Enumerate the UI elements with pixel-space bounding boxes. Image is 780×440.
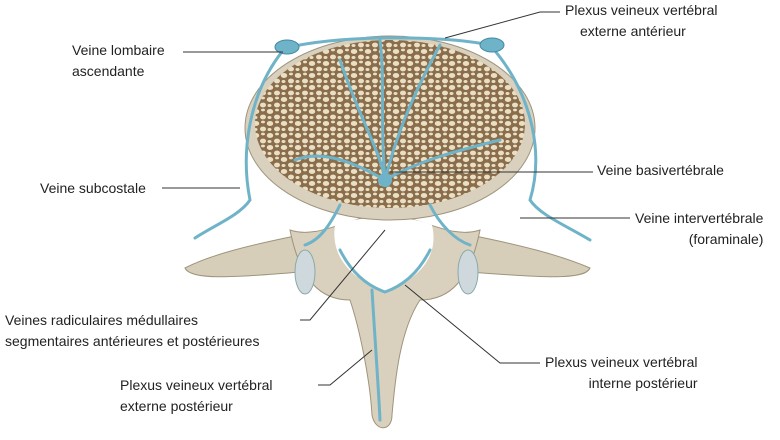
label-line: (foraminale) [688,231,764,247]
left-lumbar-vein-cap [274,39,300,55]
label-line: segmentaires antérieures et postérieures [5,333,260,349]
right-articular-facet [457,249,479,295]
left-articular-facet [294,249,316,295]
left-transverse-process [184,234,301,278]
label-veine-basivertebrale: Veine basivertébrale [597,160,724,181]
right-lumbar-vein-cap [479,37,505,53]
label-line: Plexus veineux vertébral [120,377,273,393]
label-line: Veines radiculaires médullaires [5,312,198,328]
label-line: Veine lombaire [72,42,165,58]
basivertebral-vein-node [378,173,392,187]
label-line: Veine basivertébrale [597,162,724,178]
right-transverse-process [469,234,591,278]
label-veines-radiculaires: Veines radiculaires médullaires segmenta… [5,310,259,352]
label-line: externe postérieur [120,398,233,414]
label-line: Plexus veineux vertébral [565,2,718,18]
label-line: Plexus veineux vertébral [545,354,698,370]
label-veine-intervertebrale: Veine intervertébrale (foraminale) [635,208,763,250]
label-plexus-externe-anterieur: Plexus veineux vertébral externe antérie… [565,0,718,42]
label-line: interne postérieur [588,375,698,391]
leader-lines [162,11,630,386]
label-line: ascendante [72,63,145,79]
label-line: Veine intervertébrale [635,210,764,226]
label-plexus-interne-posterieur: Plexus veineux vertébral interne postéri… [545,352,698,394]
vertebral-body-cancellous [255,40,525,208]
label-line: externe antérieur [580,23,686,39]
label-plexus-externe-posterieur: Plexus veineux vertébral externe postéri… [120,375,273,417]
label-line: Veine subcostale [40,180,146,196]
label-veine-lombaire: Veine lombaire ascendante [72,40,165,82]
vertebral-canal [334,217,434,292]
label-veine-subcostale: Veine subcostale [40,178,146,199]
veins [193,36,592,422]
